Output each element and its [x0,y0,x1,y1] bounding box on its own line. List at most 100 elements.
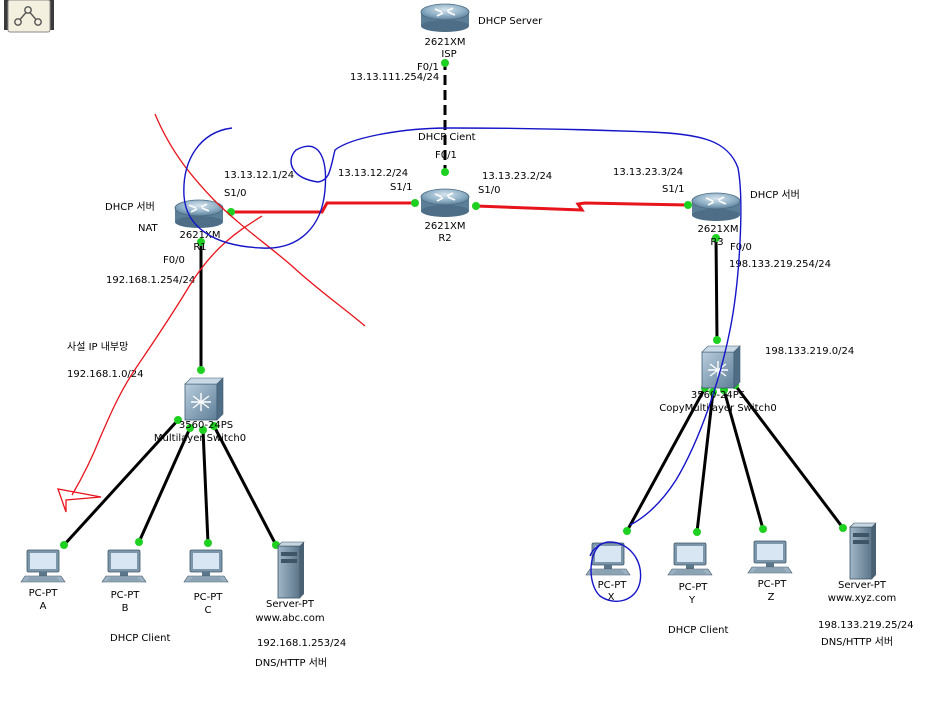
port-dot [839,524,847,532]
sw0-model-label: 3560-24PS [179,420,233,431]
router-r3[interactable] [691,192,741,222]
port-dot [411,199,419,207]
lan-left-title: 사설 IP 내부망 [67,341,128,353]
pc-b-name: B [122,603,129,614]
sw1-name-label: CopyMultilayer Switch0 [659,403,777,414]
port-dot [693,528,701,536]
r1-fast-port-label: F0/0 [163,255,185,266]
port-dot [199,426,207,434]
pc-a[interactable] [20,549,66,583]
pc-c-name: C [205,605,212,616]
isp-ip-label: 13.13.111.254/24 [350,72,439,83]
pc-a-name: A [40,601,47,612]
isp-port-label: F0/1 [417,62,439,73]
link-sw1-pc-x [625,387,707,532]
switch-sw0[interactable] [184,377,224,421]
link-sw0-pc-a [62,418,180,547]
isp-role-label: DHCP Server [478,16,543,27]
port-dot [713,336,721,344]
pc-a-type: PC-PT [29,588,59,599]
server-right-type: Server-PT [838,580,887,591]
multilayer-switch-icon [184,377,224,421]
r1-fast-ip-label: 192.168.1.254/24 [106,275,195,286]
router-icon [420,188,470,218]
link-r1-r2-serial [229,201,415,214]
server-right-name: www.xyz.com [828,593,896,604]
r2-up-port-label: F0/1 [435,150,457,161]
pc-icon [183,549,229,583]
pc-x-name: X [608,592,615,603]
r3-fast-ip-label: 198.133.219.254/24 [729,259,831,270]
port-dot [712,234,720,242]
lan-left-network: 192.168.1.0/24 [67,369,144,380]
link-sw0-server [212,425,278,546]
link-sw1-server [733,384,845,529]
r3-name-label: R3 [710,237,723,248]
isp-model-label: 2621XM [425,37,466,48]
r1-serial-ip-label: 13.13.12.1/24 [224,170,294,181]
server-left[interactable] [277,541,305,599]
port-dot [204,539,212,547]
lan-left-client-note: DHCP Client [110,633,170,644]
r2-right-port-label: S1/0 [478,185,500,196]
port-dot [197,366,205,374]
router-isp[interactable] [420,3,470,33]
pc-c[interactable] [183,549,229,583]
port-dot [186,424,194,432]
r2-left-ip-label: 13.13.12.2/24 [338,168,408,179]
pc-z-name: Z [768,592,775,603]
link-r3-sw1 [714,235,719,341]
link-sw1-pc-y [695,391,715,533]
r1-nat-label: NAT [138,223,159,234]
r2-right-ip-label: 13.13.23.2/24 [482,171,552,182]
annotation-red-marks [57,113,366,513]
port-dot [623,527,631,535]
pc-c-type: PC-PT [194,592,224,603]
pc-z[interactable] [747,540,793,574]
sw1-model-label: 3560-24PS [691,390,745,401]
router-r2[interactable] [420,188,470,218]
pc-x-type: PC-PT [598,580,628,591]
server-left-type: Server-PT [266,599,315,610]
r2-role-label: DHCP Cient [418,132,476,143]
r2-left-port-label: S1/1 [390,182,412,193]
server-icon [849,522,877,580]
server-right-role: DNS/HTTP 서버 [821,636,893,648]
server-left-role: DNS/HTTP 서버 [255,657,327,669]
r1-name-label: R1 [193,242,206,253]
r1-serial-port-label: S1/0 [224,188,246,199]
port-dot [441,168,449,176]
pc-icon [101,549,147,583]
pc-icon [667,542,713,576]
blue-loop-stroke [183,127,742,526]
pc-b-type: PC-PT [111,590,141,601]
port-dot [227,208,235,216]
blue-circle-stroke [589,541,642,602]
server-right[interactable] [849,522,877,580]
pc-icon [20,549,66,583]
server-left-name: www.abc.com [255,613,324,624]
pc-y[interactable] [667,542,713,576]
server-left-ip: 192.168.1.253/24 [257,638,346,649]
router-icon [174,199,224,229]
pc-b[interactable] [101,549,147,583]
router-icon [420,3,470,33]
r2-name-label: R2 [438,233,451,244]
sw0-name-label: Multilayer Switch0 [154,433,246,444]
link-sw1-pc-z [722,389,765,530]
router-r1[interactable] [174,199,224,229]
port-dot [197,238,205,246]
port-dot [472,202,480,210]
r1-model-label: 2621XM [180,230,221,241]
r3-role-label: DHCP 서버 [750,189,800,201]
r3-model-label: 2621XM [698,224,739,235]
link-sw0-pc-c [201,429,210,544]
router-icon [691,192,741,222]
link-r2-r3-serial [475,201,689,212]
r3-serial-port-label: S1/1 [662,184,684,195]
red-flag-mark [57,488,102,513]
graph-icon[interactable] [4,0,54,34]
port-dot [759,525,767,533]
pc-icon [747,540,793,574]
